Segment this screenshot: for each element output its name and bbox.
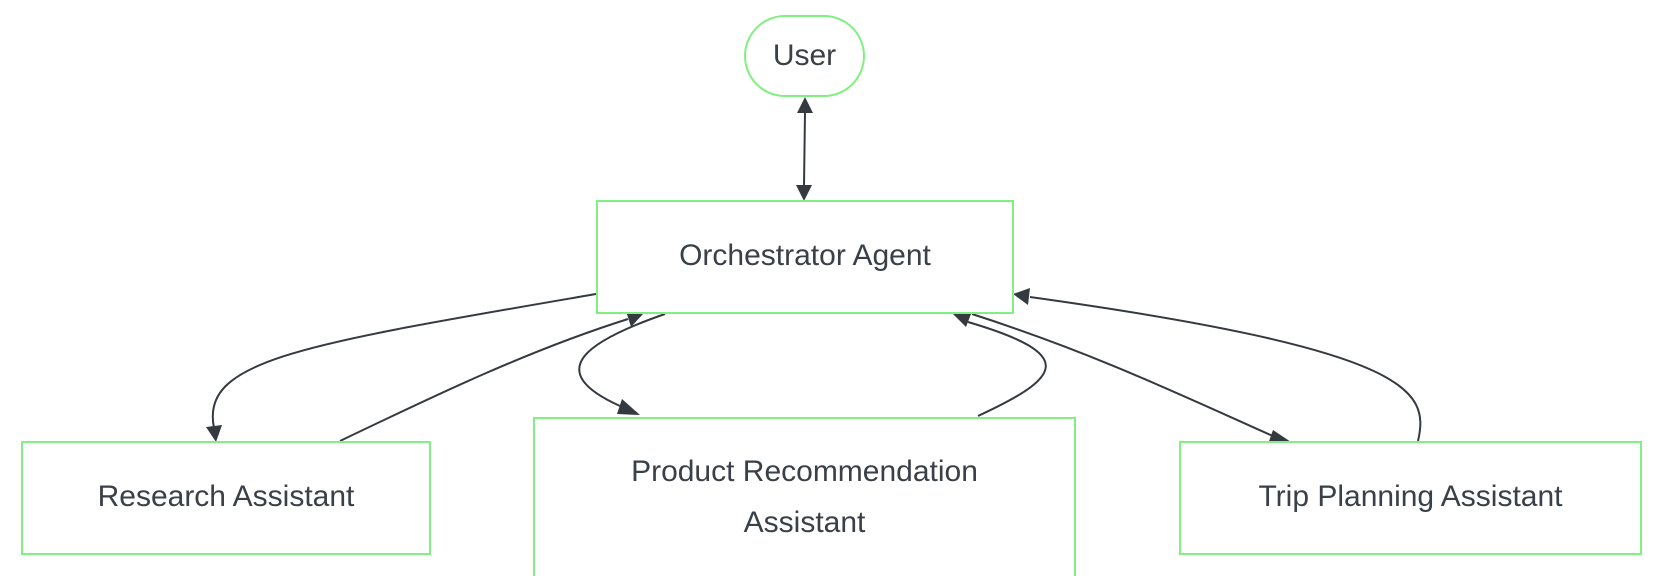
node-product: Product Recommendation Assistant — [533, 417, 1076, 576]
node-research-label: Research Assistant — [98, 480, 355, 513]
node-research: Research Assistant — [21, 441, 431, 555]
node-user: User — [744, 15, 865, 97]
node-orchestrator: Orchestrator Agent — [596, 200, 1014, 314]
arrowhead-to-research — [206, 425, 222, 442]
arrowhead-from-trip — [1013, 288, 1030, 305]
arrowhead-to-trip — [1268, 430, 1291, 444]
node-user-shape — [744, 15, 865, 97]
edge-user-orchestrator — [803, 111, 806, 187]
edge-product-orchestrator — [967, 321, 1047, 417]
node-trip: Trip Planning Assistant — [1179, 441, 1642, 555]
node-user-label: User — [773, 39, 836, 72]
node-research-shape — [21, 441, 431, 555]
node-trip-shape — [1179, 441, 1642, 555]
edge-orchestrator-research — [211, 293, 597, 429]
node-product-label-line1: Product Recommendation — [631, 455, 978, 488]
node-product-label-line2: Assistant — [744, 506, 866, 539]
edge-orchestrator-product — [578, 313, 666, 407]
node-trip-label: Trip Planning Assistant — [1258, 480, 1563, 513]
arrowhead-from-product — [952, 313, 971, 327]
edges — [206, 97, 1422, 444]
arrowhead-from-research — [626, 311, 643, 327]
node-orchestrator-label: Orchestrator Agent — [679, 239, 931, 272]
edge-research-orchestrator — [339, 318, 629, 442]
arrowhead-to-product — [617, 399, 640, 415]
edge-orchestrator-trip — [971, 313, 1276, 438]
arrowhead-to-orchestrator — [796, 185, 812, 201]
arrowhead-to-user — [797, 97, 813, 113]
node-orchestrator-shape — [596, 200, 1014, 314]
edge-trip-orchestrator — [1029, 296, 1422, 442]
node-product-shape — [533, 417, 1076, 576]
